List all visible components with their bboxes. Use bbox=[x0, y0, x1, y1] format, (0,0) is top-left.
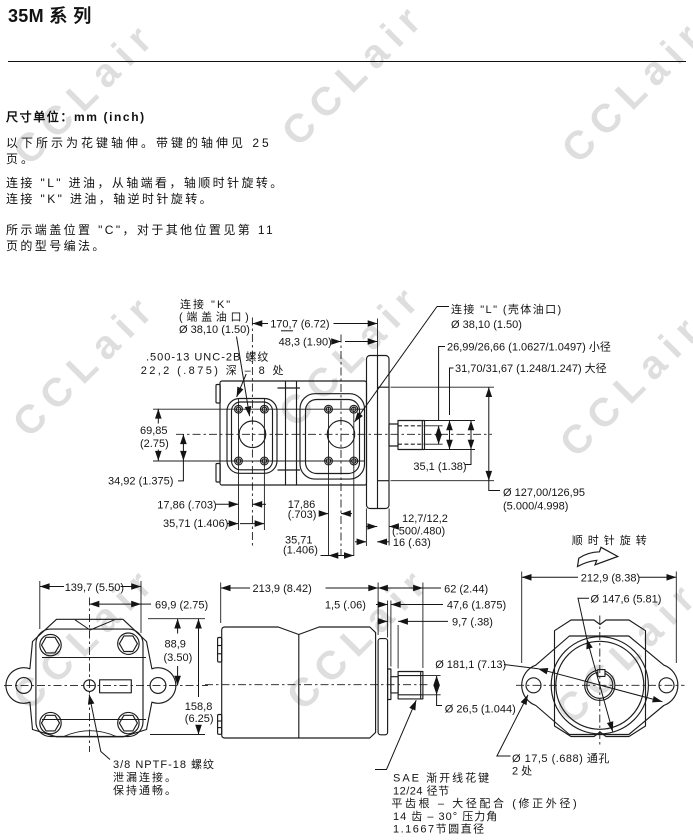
svg-text:22,2 (.875) 深 – 8 处: 22,2 (.875) 深 – 8 处 bbox=[141, 364, 286, 377]
svg-text:35,71: 35,71 bbox=[285, 534, 313, 546]
svg-text:Ø 38,10 (1.50): Ø 38,10 (1.50) bbox=[179, 324, 250, 336]
svg-text:35,1 (1.38): 35,1 (1.38) bbox=[413, 461, 466, 473]
svg-text:69,85: 69,85 bbox=[140, 425, 168, 437]
svg-text:1,5 (.06): 1,5 (.06) bbox=[325, 600, 366, 612]
svg-text:Ø 147,6 (5.81): Ø 147,6 (5.81) bbox=[591, 593, 662, 605]
svg-text:47,6 (1.875): 47,6 (1.875) bbox=[447, 600, 506, 612]
svg-text:12,7/12,2: 12,7/12,2 bbox=[402, 513, 448, 525]
svg-text:3/8 NPTF-18 螺纹: 3/8 NPTF-18 螺纹 bbox=[113, 757, 215, 771]
svg-text:31,70/31,67 (1.248/1.247) 大径: 31,70/31,67 (1.248/1.247) 大径 bbox=[455, 361, 607, 375]
svg-text:Ø 17,5 (.688) 通孔: Ø 17,5 (.688) 通孔 bbox=[512, 752, 610, 765]
svg-text:(3.50): (3.50) bbox=[164, 652, 193, 664]
svg-text:SAE 渐开线花键: SAE 渐开线花键 bbox=[393, 771, 491, 785]
svg-text:14 齿 – 30° 压力角: 14 齿 – 30° 压力角 bbox=[393, 810, 498, 823]
svg-text:平齿根 – 大径配合 (修正外径): 平齿根 – 大径配合 (修正外径) bbox=[391, 796, 579, 810]
svg-text:顺时针旋转: 顺时针旋转 bbox=[572, 533, 652, 547]
svg-text:(6.25): (6.25) bbox=[185, 713, 214, 725]
svg-text:9,7 (.38): 9,7 (.38) bbox=[452, 617, 493, 629]
svg-text:Ø 38,10 (1.50): Ø 38,10 (1.50) bbox=[451, 319, 522, 331]
svg-text:(1.406): (1.406) bbox=[283, 545, 318, 557]
svg-text:17,86 (.703): 17,86 (.703) bbox=[157, 499, 216, 511]
svg-text:12/24 径节: 12/24 径节 bbox=[393, 784, 450, 797]
svg-text:26,99/26,66 (1.0627/1.0497) 小径: 26,99/26,66 (1.0627/1.0497) 小径 bbox=[447, 341, 611, 354]
svg-text:34,92 (1.375): 34,92 (1.375) bbox=[108, 476, 173, 488]
svg-text:(.703): (.703) bbox=[288, 509, 317, 521]
svg-text:62 (2.44): 62 (2.44) bbox=[444, 583, 488, 595]
svg-text:保持通畅。: 保持通畅。 bbox=[113, 783, 178, 797]
svg-text:(端盖油口): (端盖油口) bbox=[179, 310, 253, 324]
svg-text:(.500/.480): (.500/.480) bbox=[392, 526, 445, 538]
svg-text:17,86: 17,86 bbox=[288, 499, 316, 511]
svg-text:Ø 181,1 (7.13): Ø 181,1 (7.13) bbox=[435, 659, 506, 671]
svg-text:212,9 (8.38): 212,9 (8.38) bbox=[581, 573, 640, 585]
svg-text:88,9: 88,9 bbox=[165, 639, 186, 651]
svg-text:35,71 (1.406): 35,71 (1.406) bbox=[163, 518, 228, 530]
svg-text:170,7 (6.72): 170,7 (6.72) bbox=[270, 319, 329, 331]
svg-text:(2.75): (2.75) bbox=[140, 438, 169, 450]
svg-text:16 (.63): 16 (.63) bbox=[393, 537, 431, 549]
svg-text:连接 "L" (壳体油口): 连接 "L" (壳体油口) bbox=[451, 302, 563, 316]
svg-text:2 处: 2 处 bbox=[512, 765, 532, 778]
svg-text:连接 "K": 连接 "K" bbox=[180, 298, 232, 311]
svg-text:139,7 (5.50): 139,7 (5.50) bbox=[65, 582, 124, 594]
svg-text:.500-13 UNC-2B 螺纹: .500-13 UNC-2B 螺纹 bbox=[146, 350, 269, 364]
svg-text:48,3 (1.90): 48,3 (1.90) bbox=[279, 337, 332, 349]
svg-text:(5.000/4.998): (5.000/4.998) bbox=[503, 500, 568, 512]
svg-text:Ø 26,5 (1.044): Ø 26,5 (1.044) bbox=[445, 704, 516, 716]
svg-text:158,8: 158,8 bbox=[185, 701, 213, 713]
svg-text:泄漏连接。: 泄漏连接。 bbox=[113, 771, 178, 784]
svg-text:Ø 127,00/126,95: Ø 127,00/126,95 bbox=[503, 487, 585, 499]
svg-text:69,9 (2.75): 69,9 (2.75) bbox=[155, 599, 208, 611]
svg-text:213,9 (8.42): 213,9 (8.42) bbox=[253, 583, 312, 595]
svg-text:1.1667节圆直径: 1.1667节圆直径 bbox=[393, 822, 486, 836]
